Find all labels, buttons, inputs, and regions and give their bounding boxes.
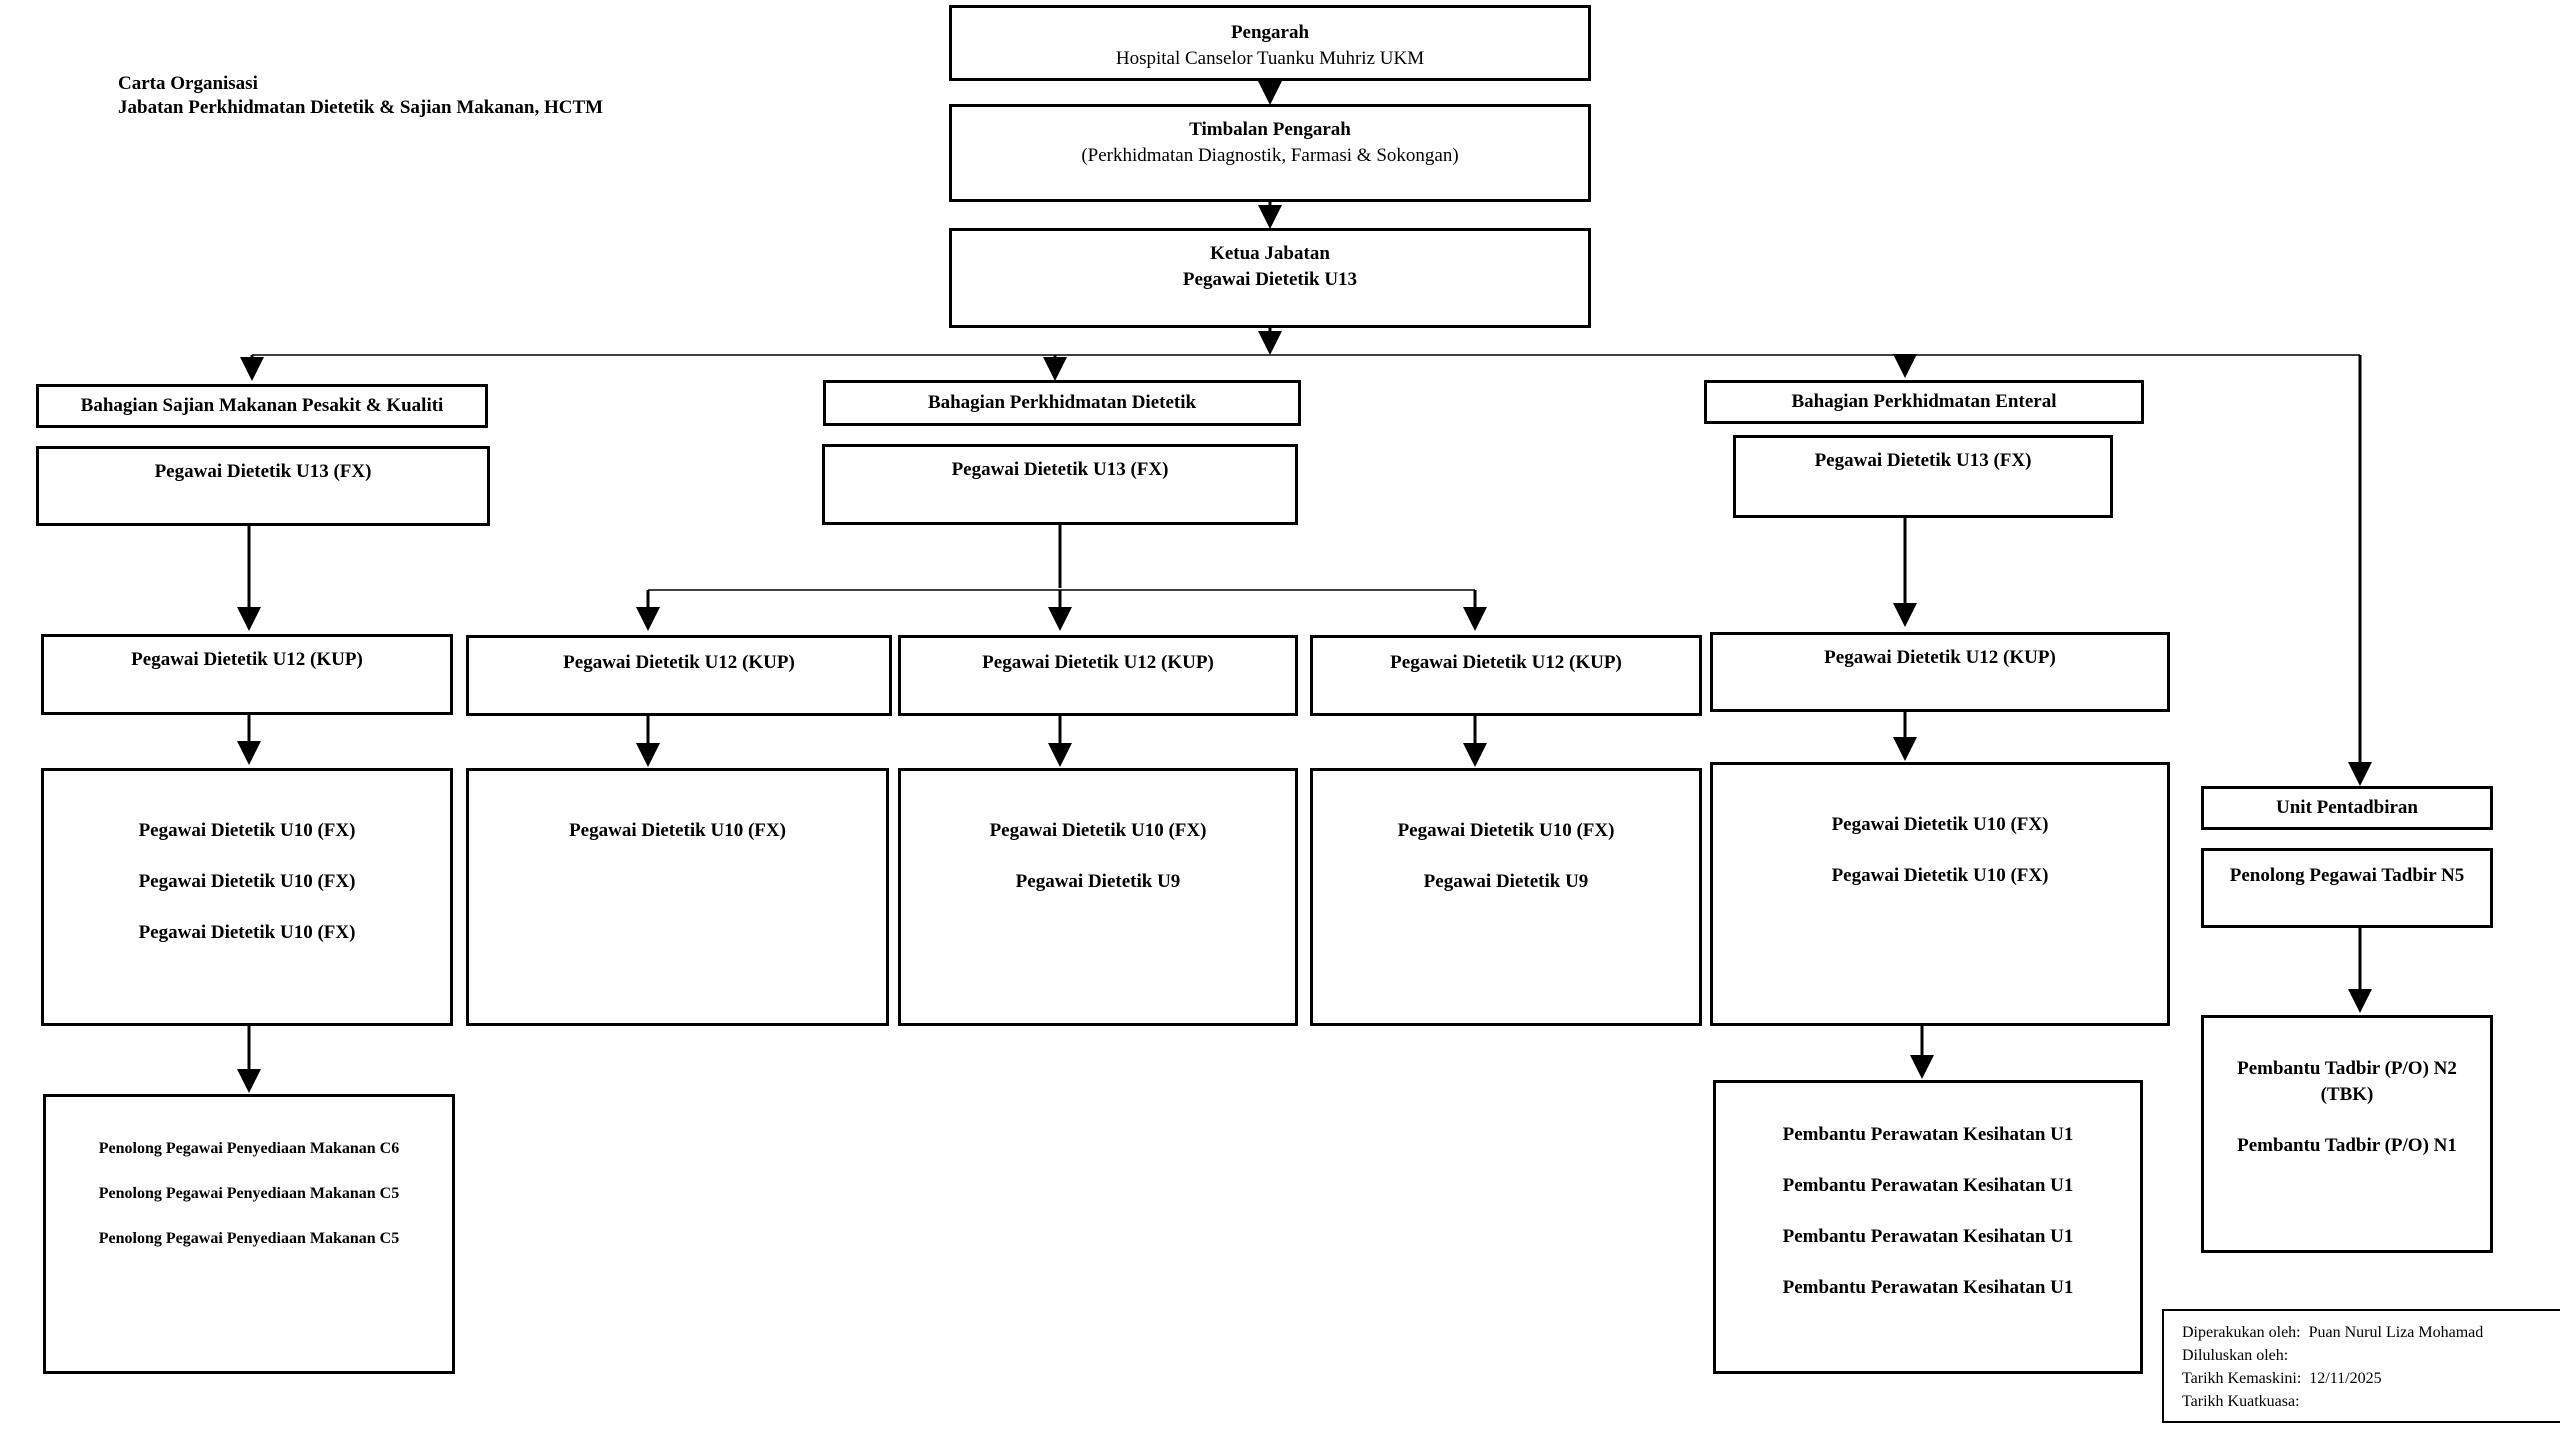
section-a-header: Bahagian Sajian Makanan Pesakit & Kualit… — [36, 384, 488, 428]
section-b-lead-box: Pegawai Dietetik U13 (FX) — [822, 444, 1298, 525]
effective-label: Tarikh Kuatkuasa: — [2182, 1393, 2300, 1410]
section-b-unit1-staff-1: Pegawai Dietetik U10 (FX) — [569, 820, 786, 841]
section-b-unit3-kup: Pegawai Dietetik U12 (KUP) — [1390, 652, 1622, 673]
updated-label: Tarikh Kemaskini: — [2182, 1370, 2302, 1387]
section-b-unit2-staff-1: Pegawai Dietetik U10 (FX) — [989, 820, 1207, 841]
section-c-header: Bahagian Perkhidmatan Enteral — [1704, 380, 2144, 424]
section-c-staff-box: Pegawai Dietetik U10 (FX) Pegawai Dietet… — [1710, 762, 2170, 1026]
section-c-support-3: Pembantu Perawatan Kesihatan U1 — [1782, 1226, 2074, 1247]
section-c-staff-2: Pegawai Dietetik U10 (FX) — [1831, 865, 2049, 886]
section-a-support-3: Penolong Pegawai Penyediaan Makanan C5 — [98, 1230, 400, 1247]
section-a-staff-2: Pegawai Dietetik U10 (FX) — [138, 871, 356, 892]
section-d-staff-3: Pembantu Tadbir (P/O) N1 — [2237, 1135, 2457, 1156]
section-c-kup: Pegawai Dietetik U12 (KUP) — [1824, 647, 2056, 668]
section-b-unit1-staff-box: Pegawai Dietetik U10 (FX) — [466, 768, 889, 1026]
section-c-support-box: Pembantu Perawatan Kesihatan U1 Pembantu… — [1713, 1080, 2143, 1374]
head-box: Ketua Jabatan Pegawai Dietetik U13 — [949, 228, 1591, 328]
section-c-lead-box: Pegawai Dietetik U13 (FX) — [1733, 435, 2113, 518]
section-b-unit3-staff-box: Pegawai Dietetik U10 (FX) Pegawai Dietet… — [1310, 768, 1702, 1026]
chart-title-line1: Carta Organisasi — [118, 73, 258, 94]
director-title: Pengarah — [1230, 22, 1310, 43]
section-b-unit3-staff-1: Pegawai Dietetik U10 (FX) — [1397, 820, 1615, 841]
section-b-unit2-staff-box: Pegawai Dietetik U10 (FX) Pegawai Dietet… — [898, 768, 1298, 1026]
director-box: Pengarah Hospital Canselor Tuanku Muhriz… — [949, 5, 1591, 81]
section-a-staff-1: Pegawai Dietetik U10 (FX) — [138, 820, 356, 841]
section-a-lead-box: Pegawai Dietetik U13 (FX) — [36, 446, 490, 526]
section-d-lead-box: Penolong Pegawai Tadbir N5 — [2201, 848, 2493, 928]
section-a-lead: Pegawai Dietetik U13 (FX) — [154, 461, 372, 482]
section-d-lead: Penolong Pegawai Tadbir N5 — [2229, 865, 2465, 886]
section-a-support-box: Penolong Pegawai Penyediaan Makanan C6 P… — [43, 1094, 455, 1374]
approval-note: Diperakukan oleh: Puan Nurul Liza Mohama… — [2162, 1309, 2560, 1423]
section-a-staff-box: Pegawai Dietetik U10 (FX) Pegawai Dietet… — [41, 768, 453, 1026]
section-a-kup-box: Pegawai Dietetik U12 (KUP) — [41, 634, 453, 715]
section-c-lead: Pegawai Dietetik U13 (FX) — [1814, 450, 2032, 471]
section-b-name: Bahagian Perkhidmatan Dietetik — [927, 392, 1197, 413]
head-sub: Pegawai Dietetik U13 — [1182, 269, 1358, 290]
chart-title: Carta Organisasi Jabatan Perkhidmatan Di… — [118, 72, 603, 120]
section-a-support-2: Penolong Pegawai Penyediaan Makanan C5 — [98, 1185, 400, 1202]
section-d-header: Unit Pentadbiran — [2201, 786, 2493, 830]
section-c-name: Bahagian Perkhidmatan Enteral — [1791, 391, 2057, 412]
section-d-name: Unit Pentadbiran — [2276, 797, 2418, 818]
deputy-sub: (Perkhidmatan Diagnostik, Farmasi & Soko… — [1081, 145, 1459, 166]
section-a-name: Bahagian Sajian Makanan Pesakit & Kualit… — [80, 395, 444, 416]
section-b-unit2-kup-box: Pegawai Dietetik U12 (KUP) — [898, 635, 1298, 716]
section-c-support-2: Pembantu Perawatan Kesihatan U1 — [1782, 1175, 2074, 1196]
director-sub: Hospital Canselor Tuanku Muhriz UKM — [1115, 48, 1425, 69]
section-a-support-1: Penolong Pegawai Penyediaan Makanan C6 — [98, 1140, 400, 1157]
section-b-header: Bahagian Perkhidmatan Dietetik — [823, 380, 1301, 426]
approved-label: Diluluskan oleh: — [2182, 1347, 2289, 1364]
certified-value: Puan Nurul Liza Mohamad — [2308, 1324, 2484, 1341]
updated-value: 12/11/2025 — [2309, 1370, 2382, 1387]
certified-label: Diperakukan oleh: — [2182, 1324, 2301, 1341]
section-b-unit3-staff-2: Pegawai Dietetik U9 — [1423, 871, 1589, 892]
section-d-staff-box: Pembantu Tadbir (P/O) N2 (TBK) Pembantu … — [2201, 1015, 2493, 1253]
section-c-kup-box: Pegawai Dietetik U12 (KUP) — [1710, 632, 2170, 712]
section-b-unit1-kup: Pegawai Dietetik U12 (KUP) — [563, 652, 795, 673]
deputy-box: Timbalan Pengarah (Perkhidmatan Diagnost… — [949, 104, 1591, 202]
chart-title-line2: Jabatan Perkhidmatan Dietetik & Sajian M… — [118, 97, 604, 118]
section-b-unit1-kup-box: Pegawai Dietetik U12 (KUP) — [466, 635, 892, 716]
section-d-staff-2: (TBK) — [2320, 1084, 2374, 1105]
section-d-staff-1: Pembantu Tadbir (P/O) N2 — [2237, 1058, 2457, 1079]
head-title: Ketua Jabatan — [1210, 243, 1330, 264]
section-b-lead: Pegawai Dietetik U13 (FX) — [951, 459, 1169, 480]
section-c-support-4: Pembantu Perawatan Kesihatan U1 — [1782, 1277, 2074, 1298]
section-a-staff-3: Pegawai Dietetik U10 (FX) — [138, 922, 356, 943]
deputy-title: Timbalan Pengarah — [1189, 119, 1351, 140]
section-b-unit2-kup: Pegawai Dietetik U12 (KUP) — [982, 652, 1214, 673]
section-c-support-1: Pembantu Perawatan Kesihatan U1 — [1782, 1124, 2074, 1145]
section-a-kup: Pegawai Dietetik U12 (KUP) — [131, 649, 363, 670]
section-b-unit3-kup-box: Pegawai Dietetik U12 (KUP) — [1310, 635, 1702, 716]
section-c-staff-1: Pegawai Dietetik U10 (FX) — [1831, 814, 2049, 835]
section-b-unit2-staff-2: Pegawai Dietetik U9 — [1015, 871, 1181, 892]
